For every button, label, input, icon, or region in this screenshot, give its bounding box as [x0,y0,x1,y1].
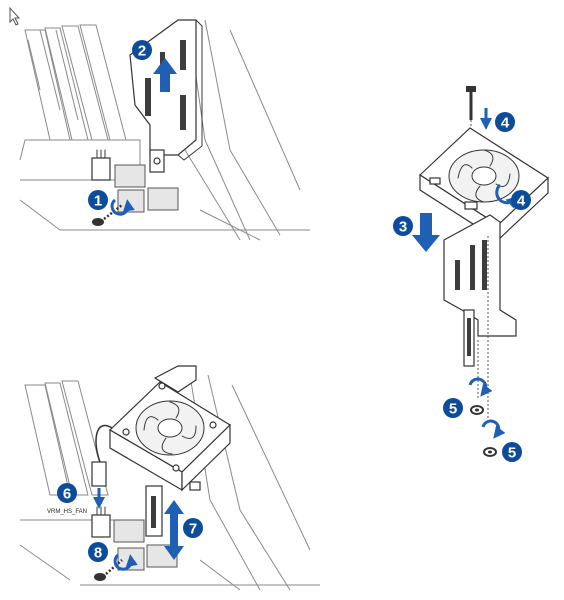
connector-label: VRM_HS_FAN [47,509,87,515]
step-badge-6: 6 [57,483,77,503]
step-badge-1: 1 [88,190,108,210]
panel-step-1-2: 1 2 [19,19,310,241]
svg-text:1: 1 [94,193,102,210]
svg-text:5: 5 [508,445,516,462]
fan-bracket [443,214,517,420]
svg-text:4: 4 [517,193,526,210]
svg-text:4: 4 [501,115,510,132]
step-badge-7: 7 [183,518,203,538]
step-badge-3: 3 [393,216,413,236]
rotate-arrow-icon [468,377,493,397]
heatsink-fins [19,374,320,591]
svg-text:5: 5 [449,401,457,418]
step-badge-4: 4 [511,190,531,210]
screw-icon [92,204,123,226]
fan-cable-plug [91,461,107,487]
panel-step-3-5: 3 4 4 5 5 [393,86,549,462]
step-badge-4: 4 [495,112,515,132]
rotate-arrow-icon [495,183,519,209]
svg-text:2: 2 [138,43,146,60]
rotate-arrow-icon [113,553,138,571]
mouse-pointer-icon [9,6,21,26]
fan-icon [109,381,231,492]
up-arrow-icon [153,58,177,92]
step-badge-8: 8 [88,542,108,562]
fan-bracket [145,365,197,537]
fan-cable [95,424,113,463]
nut-icon [470,405,484,415]
step-badge-5: 5 [443,398,463,418]
screw-icon [466,86,476,135]
screw-icon [94,559,123,581]
svg-text:6: 6 [63,486,71,503]
updown-arrow-icon [164,500,184,560]
svg-text:7: 7 [189,521,197,538]
panel-step-6-8: VRM_HS_FAN 6 7 8 [19,365,320,591]
svg-text:8: 8 [94,545,102,562]
nut-icon [483,447,497,457]
svg-text:3: 3 [399,219,407,236]
fan-header-connector [91,506,178,571]
step-badge-5: 5 [502,442,522,462]
step-badge-2: 2 [132,40,152,60]
down-arrow-icon [412,213,440,252]
rotate-arrow-icon [110,198,135,216]
rotate-arrow-icon [481,419,506,439]
